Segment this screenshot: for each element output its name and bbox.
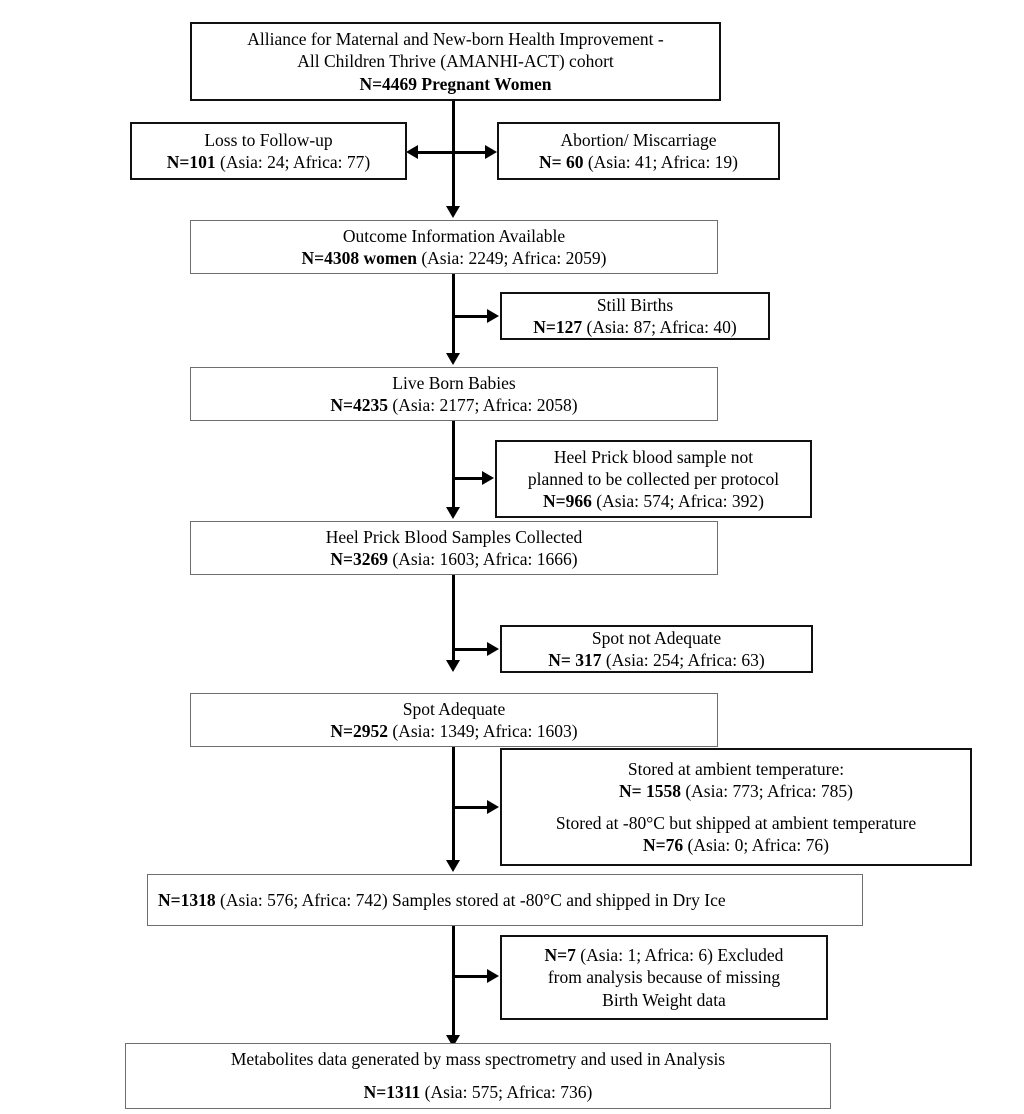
- node-abortion-miscarriage: Abortion/ Miscarriage N= 60 (Asia: 41; A…: [497, 122, 780, 180]
- node-still-births-line2: N=127 (Asia: 87; Africa: 40): [533, 317, 737, 337]
- node-still-births-line1: Still Births: [596, 294, 674, 315]
- node-outcome-information: Outcome Information Available N=4308 wom…: [190, 220, 718, 274]
- connector-to-abortion: [452, 151, 486, 154]
- node-stored-line2: N= 1558 (Asia: 773; Africa: 785): [618, 780, 854, 801]
- node-stored-conditions: Stored at ambient temperature: N= 1558 (…: [500, 748, 972, 866]
- node-excluded-line3: Birth Weight data: [602, 989, 726, 1010]
- arrow-to-stored: [487, 800, 499, 814]
- node-cohort-line2: All Children Thrive (AMANHI-ACT) cohort: [297, 51, 614, 72]
- node-metabolites-analysis: Metabolites data generated by mass spect…: [125, 1043, 831, 1109]
- connector-to-excluded: [452, 975, 488, 978]
- node-dry-ice-samples: N=1318 (Asia: 576; Africa: 742) Samples …: [147, 874, 863, 926]
- node-excluded-line1: N=7 (Asia: 1; Africa: 6) Excluded: [544, 945, 784, 966]
- node-samples-collected: Heel Prick Blood Samples Collected N=326…: [190, 521, 718, 575]
- node-outcome-line1: Outcome Information Available: [342, 225, 566, 246]
- node-dryice-line1: N=1318 (Asia: 576; Africa: 742) Samples …: [158, 889, 726, 910]
- connector-to-stored: [452, 806, 488, 809]
- arrow-to-spot-not-adequate: [487, 642, 499, 656]
- arrow-to-not-planned: [482, 471, 494, 485]
- node-metabolites-line2: N=1311 (Asia: 575; Africa: 736): [363, 1082, 593, 1102]
- connector-outcome-to-liveborn: [452, 274, 455, 354]
- node-outcome-line2: N=4308 women (Asia: 2249; Africa: 2059): [301, 248, 607, 268]
- node-excluded-line2: from analysis because of missing: [547, 967, 781, 988]
- arrow-to-still-births: [487, 309, 499, 323]
- node-collected-line2: N=3269 (Asia: 1603; Africa: 1666): [330, 549, 578, 569]
- node-still-births: Still Births N=127 (Asia: 87; Africa: 40…: [500, 292, 770, 340]
- node-spot-adequate: Spot Adequate N=2952 (Asia: 1349; Africa…: [190, 693, 718, 747]
- node-live-born-babies: Live Born Babies N=4235 (Asia: 2177; Afr…: [190, 367, 718, 421]
- node-cohort: Alliance for Maternal and New-born Healt…: [190, 22, 721, 101]
- node-abortion-line1: Abortion/ Miscarriage: [560, 129, 717, 150]
- node-cohort-line1: Alliance for Maternal and New-born Healt…: [247, 29, 664, 50]
- arrow-cohort-to-outcome: [446, 206, 460, 218]
- node-cohort-line3: N=4469 Pregnant Women: [359, 73, 552, 94]
- connector-liveborn-to-collected: [452, 421, 455, 508]
- connector-to-spot-not-adequate: [452, 648, 488, 651]
- node-loss-to-followup: Loss to Follow-up N=101 (Asia: 24; Afric…: [130, 122, 407, 180]
- node-excluded-missing-birthweight: N=7 (Asia: 1; Africa: 6) Excluded from a…: [500, 935, 828, 1020]
- node-metabolites-line1: Metabolites data generated by mass spect…: [230, 1048, 726, 1069]
- node-liveborn-line1: Live Born Babies: [392, 372, 516, 393]
- node-spotadq-line2: N=2952 (Asia: 1349; Africa: 1603): [330, 721, 578, 741]
- node-stored-line4: N=76 (Asia: 0; Africa: 76): [643, 835, 829, 856]
- node-loss-line1: Loss to Follow-up: [204, 129, 333, 150]
- node-stored-line1: Stored at ambient temperature:: [627, 758, 845, 779]
- connector-dryice-to-metabolites: [452, 926, 455, 1036]
- node-notplanned-line2: planned to be collected per protocol: [527, 468, 780, 489]
- node-spotnot-line2: N= 317 (Asia: 254; Africa: 63): [548, 650, 765, 670]
- node-spotnot-line1: Spot not Adequate: [591, 627, 722, 648]
- node-abortion-line2: N= 60 (Asia: 41; Africa: 19): [538, 152, 739, 172]
- node-stored-line3: Stored at -80°C but shipped at ambient t…: [555, 813, 917, 833]
- arrow-to-abortion: [485, 145, 497, 159]
- arrow-outcome-to-liveborn: [446, 353, 460, 365]
- connector-to-not-planned: [452, 477, 483, 480]
- node-collected-line1: Heel Prick Blood Samples Collected: [325, 526, 583, 547]
- node-notplanned-line3: N=966 (Asia: 574; Africa: 392): [543, 491, 764, 512]
- connector-to-loss-followup: [418, 151, 454, 154]
- connector-adequate-to-dryice: [452, 747, 455, 861]
- node-spot-not-adequate: Spot not Adequate N= 317 (Asia: 254; Afr…: [500, 625, 813, 673]
- node-notplanned-line1: Heel Prick blood sample not: [553, 446, 754, 467]
- arrow-collected-to-adequate: [446, 660, 460, 672]
- connector-collected-to-adequate: [452, 575, 455, 661]
- arrow-liveborn-to-collected: [446, 507, 460, 519]
- connector-cohort-to-outcome: [452, 101, 455, 207]
- arrow-adequate-to-dryice: [446, 860, 460, 872]
- arrow-to-excluded: [487, 969, 499, 983]
- node-heel-prick-not-planned: Heel Prick blood sample not planned to b…: [495, 440, 812, 518]
- node-spotadq-line1: Spot Adequate: [402, 698, 506, 719]
- node-loss-line2: N=101 (Asia: 24; Africa: 77): [166, 152, 371, 172]
- connector-to-still-births: [452, 315, 488, 318]
- arrow-to-loss-followup: [406, 145, 418, 159]
- node-liveborn-line2: N=4235 (Asia: 2177; Africa: 2058): [330, 395, 578, 415]
